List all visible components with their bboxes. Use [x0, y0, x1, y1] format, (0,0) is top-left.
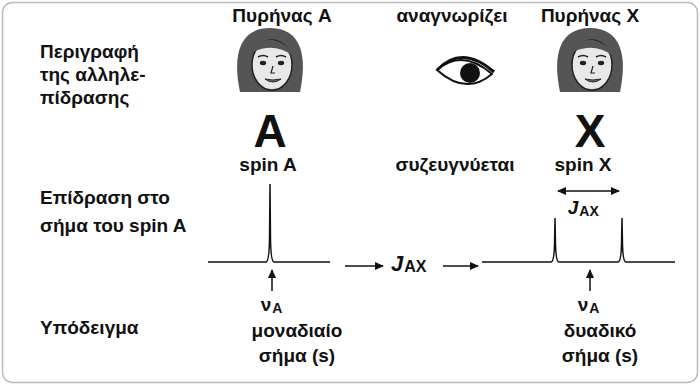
coupling-subscript: AX	[404, 258, 426, 276]
frequency-symbol: ν	[578, 294, 589, 316]
position-arrow	[589, 270, 591, 291]
spin-label: spin X	[554, 154, 611, 176]
spin-label: spin A	[239, 154, 296, 176]
coupling-subscript: AX	[579, 203, 598, 219]
eye-icon	[437, 57, 494, 84]
multiplicity-label: δυαδικό σήμα (s)	[539, 318, 661, 368]
frequency-symbol: ν	[261, 294, 272, 316]
coupling-bracket	[558, 190, 619, 192]
multiplicity-label: μοναδιαίο σήμα (s)	[236, 318, 358, 368]
singlet-spectrum	[208, 184, 330, 262]
row-label: Υπόδειγμα	[40, 317, 139, 339]
action-label: συζευγνύεται	[395, 154, 514, 176]
face-icon	[557, 28, 623, 92]
frequency-subscript: A	[589, 300, 599, 316]
face-icon	[237, 28, 303, 92]
coupling-arrow	[443, 265, 478, 267]
row-label: Επίδραση στο σήμα του spin A	[40, 184, 205, 240]
action-label: αναγνωρίζει	[396, 5, 507, 27]
doublet-spectrum	[482, 218, 675, 262]
coupling-arrow	[345, 265, 383, 267]
position-arrow	[271, 270, 273, 291]
coupling-constant: J	[391, 251, 403, 276]
spin-letter: A	[253, 105, 286, 158]
frame	[3, 3, 698, 383]
frequency-subscript: A	[272, 300, 282, 316]
nucleus-label: Πυρήνας X	[541, 5, 639, 27]
coupling-constant: J	[568, 197, 579, 219]
row-label: Περιγραφή της αλληλε- πίδρασης	[40, 40, 172, 109]
nucleus-label: Πυρήνας A	[232, 5, 331, 27]
spin-letter: X	[575, 105, 606, 158]
